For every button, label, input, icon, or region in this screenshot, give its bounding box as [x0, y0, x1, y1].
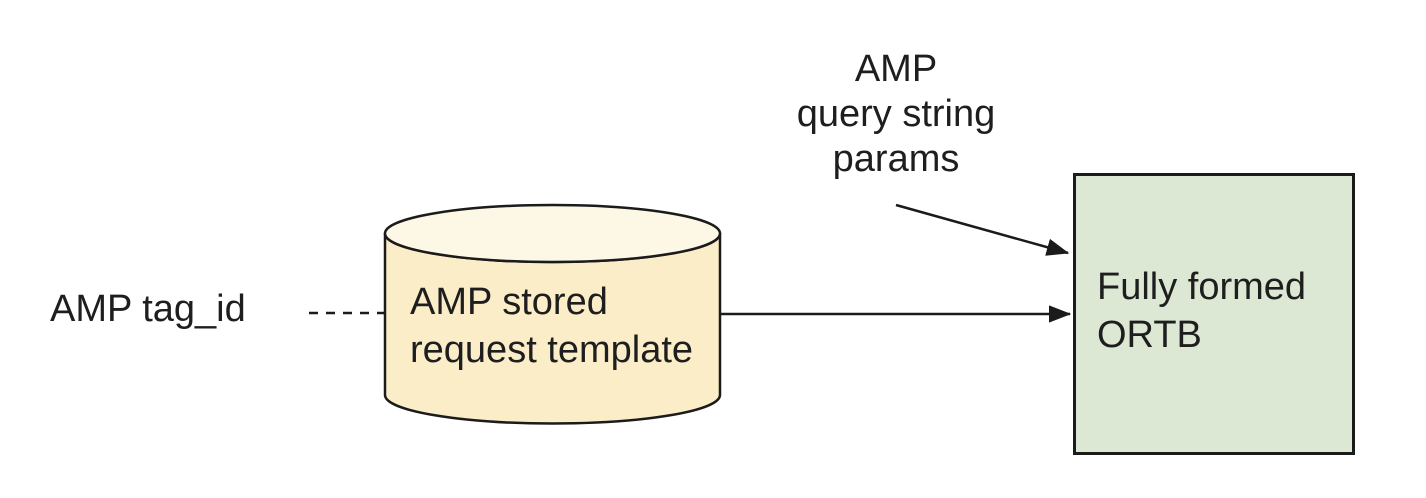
ortb-box-shape [1073, 173, 1355, 455]
fully-formed-ortb-label: Fully formed ORTB [1097, 266, 1307, 356]
arrow-params-to-ortb [895, 203, 1070, 256]
stored-request-template-label: AMP stored request template [410, 281, 694, 371]
database-cylinder-shape [383, 203, 722, 425]
amp-tag-id-label: AMP tag_id [50, 288, 246, 330]
amp-query-string-params-label: AMP query string params [796, 48, 996, 180]
